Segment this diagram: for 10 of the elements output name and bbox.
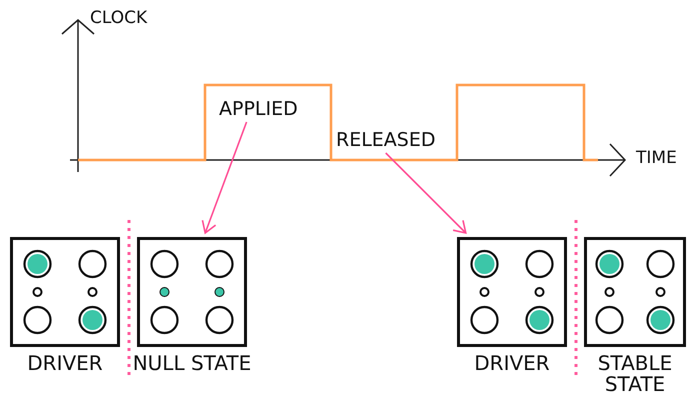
axis-label: TIME [636, 148, 677, 169]
state-label: APPLIED [219, 98, 298, 120]
panel-label: DRIVER [473, 353, 551, 374]
arrow [385, 152, 467, 234]
panel-label: STABLE STATE [596, 353, 674, 395]
arrow [202, 122, 248, 234]
state-label: RELEASED [336, 129, 436, 151]
panel-label: NULL STATE [132, 353, 252, 374]
axis-label: CLOCK [90, 8, 148, 29]
panel-label: DRIVER [26, 353, 104, 374]
